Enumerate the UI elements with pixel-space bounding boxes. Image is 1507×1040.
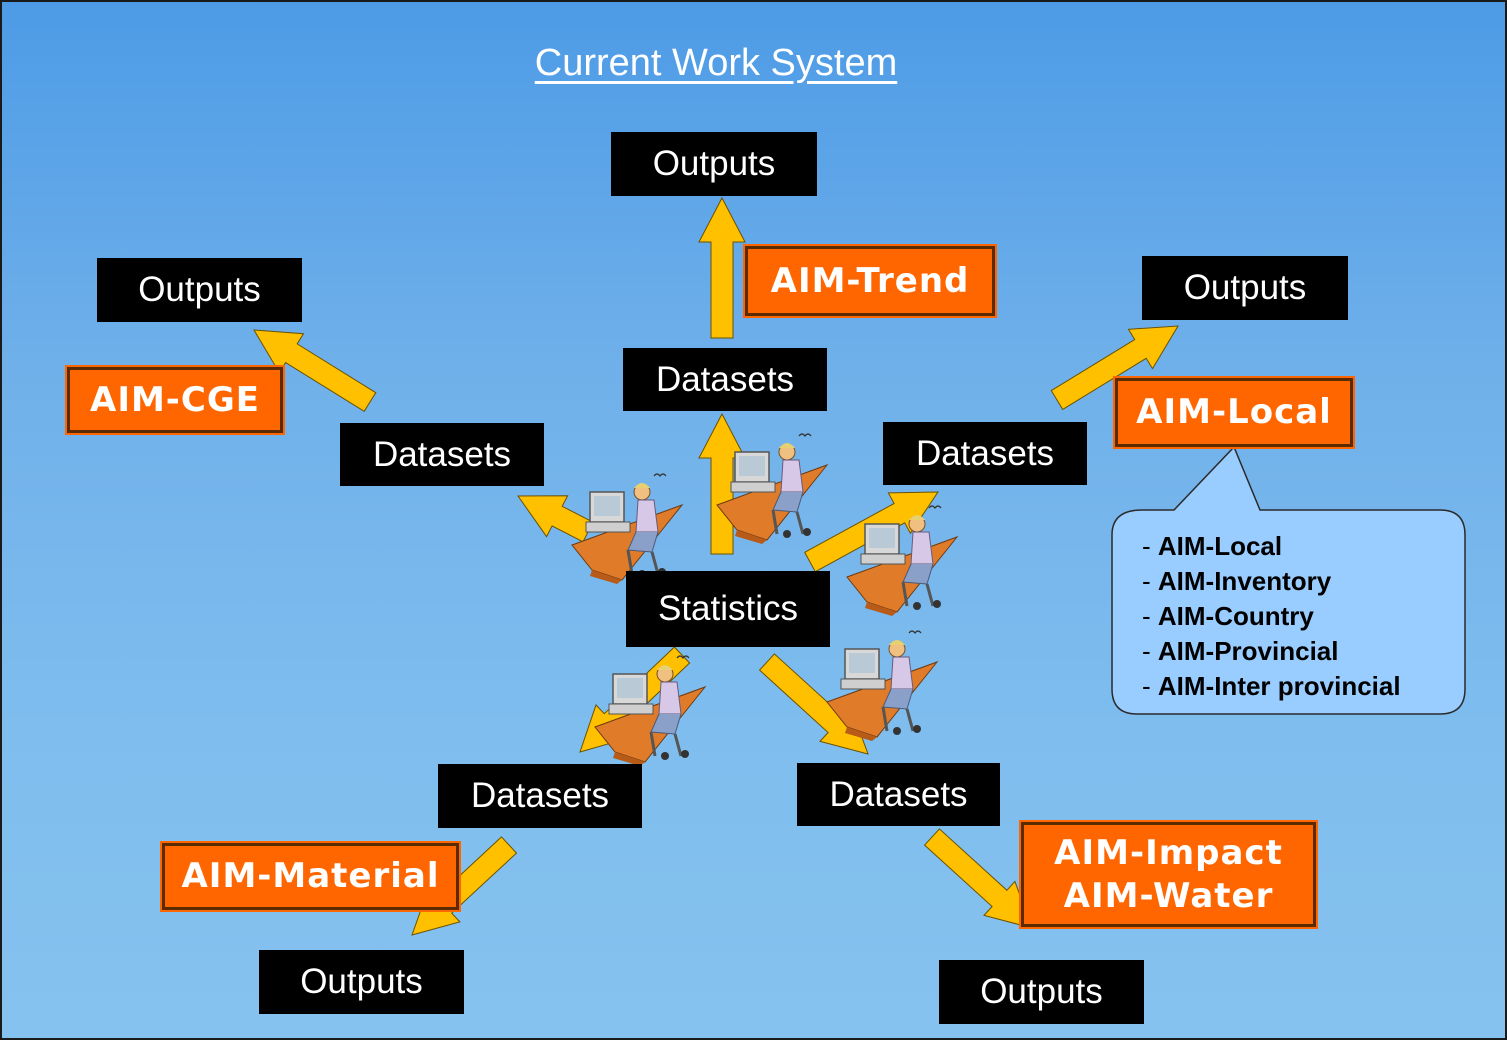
- datasets-box-impact: Datasets: [797, 763, 1000, 826]
- model-label-cge: AIM-CGE: [65, 365, 285, 435]
- computer-worker-icon: [570, 472, 684, 585]
- model-label-impact: AIM-Impact: [1054, 833, 1283, 873]
- arrow-datasets-to-outputs-cge: [253, 329, 377, 412]
- computer-worker-icon: [825, 629, 939, 742]
- model-label-material: AIM-Material: [160, 841, 461, 912]
- outputs-box-impact: Outputs: [939, 960, 1144, 1024]
- computer-worker-icon: [845, 504, 959, 617]
- datasets-box-trend: Datasets: [623, 348, 827, 411]
- outputs-box-trend: Outputs: [611, 132, 817, 196]
- outputs-box-local: Outputs: [1142, 256, 1348, 320]
- outputs-box-cge: Outputs: [97, 258, 302, 322]
- outputs-box-material: Outputs: [259, 950, 464, 1014]
- callout-item: - AIM-Inter provincial: [1142, 671, 1401, 701]
- datasets-box-material: Datasets: [438, 764, 642, 828]
- model-label-water: AIM-Water: [1063, 875, 1274, 916]
- arrow-datasets-to-outputs-local: [1050, 325, 1179, 411]
- callout-item: - AIM-Inventory: [1142, 566, 1332, 596]
- callout-item: - AIM-Provincial: [1142, 636, 1339, 666]
- callout-item: - AIM-Country: [1142, 601, 1314, 631]
- arrow-datasets-to-outputs-trend: [698, 196, 746, 339]
- page-title: Current Work System: [534, 42, 898, 84]
- callout-list: - AIM-Local - AIM-Inventory - AIM-Countr…: [1142, 529, 1401, 704]
- arrow-statistics-to-datasets-cge: [517, 495, 594, 543]
- model-label-trend: AIM-Trend: [743, 244, 997, 318]
- statistics-box: Statistics: [626, 571, 830, 647]
- callout-item: - AIM-Local: [1142, 531, 1283, 561]
- model-label-impact-water: AIM-Impact AIM-Water: [1019, 820, 1318, 929]
- datasets-box-cge: Datasets: [340, 423, 544, 486]
- computer-worker-icon: [715, 432, 829, 545]
- computer-worker-icon: [593, 654, 707, 767]
- datasets-box-local: Datasets: [883, 422, 1087, 485]
- model-label-local: AIM-Local: [1113, 376, 1355, 449]
